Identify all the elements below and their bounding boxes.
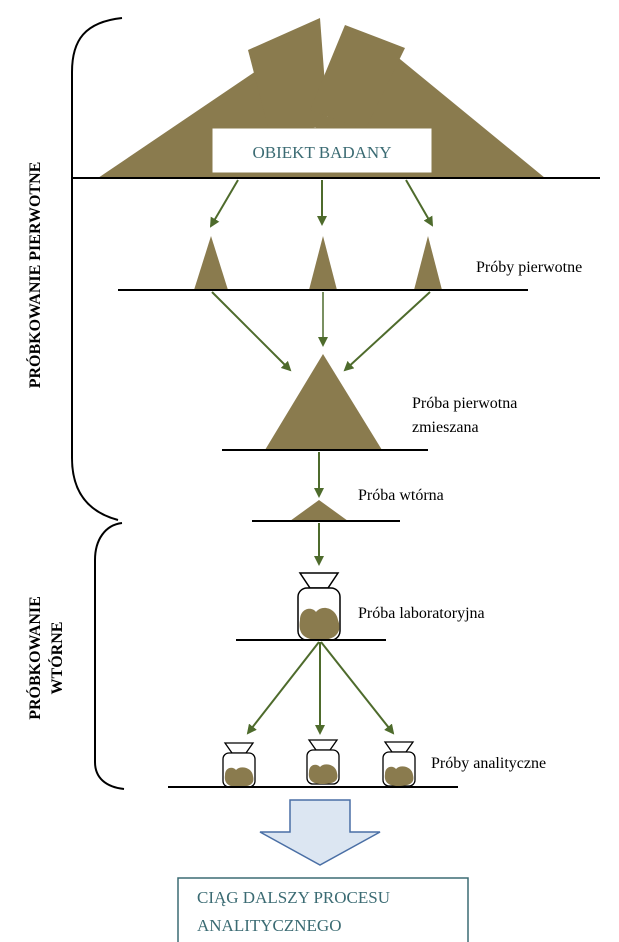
secondary-sample-label: Próba wtórna [358, 487, 444, 504]
secondary-sample-heap [290, 500, 348, 521]
secondary-sampling-brace [94, 522, 125, 790]
block-down-arrow-icon [259, 799, 381, 866]
object-label-box: OBIEKT BADANY [211, 127, 433, 174]
analytical-jar-2 [306, 739, 340, 785]
arrows-to-analytical [246, 641, 395, 735]
lab-sample-label: Próba laboratoryjna [358, 605, 485, 622]
triangle-heap-icon [194, 236, 228, 290]
triangle-heap-icon [414, 236, 442, 290]
analytical-samples-label: Próby analityczne [431, 755, 546, 772]
primary-sampling-brace [71, 17, 123, 521]
arrows-to-mixed [211, 291, 431, 372]
primary-sample-heaps [194, 236, 442, 290]
lab-sample-jar [297, 572, 341, 641]
next-step-box: CIĄG DALSZY PROCESU ANALITYCZNEGO [177, 877, 469, 942]
mixed-sample-heap [265, 354, 382, 450]
secondary-sampling-label-line2: WTÓRNE [47, 622, 66, 695]
analytical-jar-1 [222, 742, 256, 788]
primary-samples-label: Próby pierwotne [476, 259, 582, 276]
primary-sampling-label: PRÓBKOWANIE PIERWOTNE [25, 162, 44, 389]
next-step-label-line1: CIĄG DALSZY PROCESU [197, 888, 390, 907]
mixed-sample-label-line2: zmieszana [412, 419, 479, 436]
arrows-to-primary [209, 179, 434, 228]
mixed-sample-label-line1: Próba pierwotna [412, 395, 517, 412]
triangle-heap-icon [309, 236, 337, 290]
next-step-label-line2: ANALITYCZNEGO [197, 916, 341, 935]
object-label: OBIEKT BADANY [253, 143, 392, 162]
analytical-jar-3 [382, 741, 416, 787]
secondary-sampling-label-line1: PRÓBKOWANIE [25, 596, 44, 720]
